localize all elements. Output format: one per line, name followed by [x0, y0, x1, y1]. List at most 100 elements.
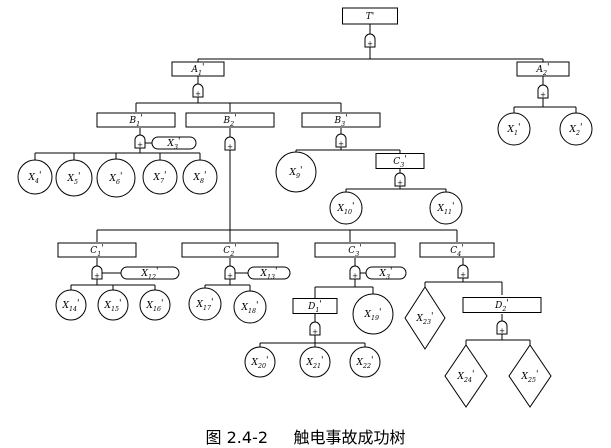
svg-text:+: +: [397, 179, 403, 187]
node-label: A2': [536, 63, 550, 77]
event-C1: C1': [57, 242, 137, 258]
node-label: X24': [457, 370, 475, 384]
node-label: X7': [153, 171, 167, 185]
node-label: C4': [450, 244, 463, 258]
node-label: C2': [223, 244, 236, 258]
node-label: X15': [104, 299, 122, 313]
event-C3-upper: C3': [375, 153, 425, 169]
basic-event-X11: X11': [429, 191, 463, 225]
basic-event-X19: X19': [352, 293, 394, 335]
gate-D1: +: [309, 321, 321, 336]
gate-B2: +: [224, 136, 236, 151]
basic-event-X21: X21': [299, 346, 331, 378]
svg-text:+: +: [460, 271, 466, 279]
basic-event-X16: X16': [139, 289, 171, 321]
node-label: C3': [393, 155, 406, 169]
node-label: X2': [569, 123, 583, 137]
basic-event-X9: X9': [275, 151, 317, 193]
node-label: X8': [193, 171, 207, 185]
basic-event-X15: X15': [97, 289, 129, 321]
node-label: D1': [307, 300, 322, 314]
basic-event-X7: X7': [142, 159, 178, 195]
gate-C3-upper: +: [394, 172, 406, 187]
node-label: X22': [356, 356, 374, 370]
condition-X13: X13': [247, 266, 291, 281]
svg-text:+: +: [227, 272, 233, 280]
event-B1: B1': [96, 112, 176, 128]
condition-X12: X12': [120, 266, 180, 281]
node-label: X17': [196, 298, 214, 312]
basic-event-X1: X1': [497, 112, 531, 146]
basic-event-X20: X20': [244, 346, 276, 378]
node-label: X9': [289, 166, 303, 180]
node-label: X20': [251, 356, 269, 370]
basic-event-X2: X2': [559, 112, 593, 146]
gate-C4: +: [457, 264, 469, 279]
node-label: X16': [146, 299, 164, 313]
node-label: A1': [191, 63, 205, 77]
svg-text:+: +: [540, 91, 546, 99]
basic-event-X17: X17': [188, 287, 222, 321]
node-label: B3': [333, 114, 347, 128]
basic-event-X4: X4': [17, 159, 53, 195]
basic-event-X14: X14': [55, 289, 87, 321]
node-label: X18': [241, 301, 259, 315]
node-label: X21': [306, 356, 324, 370]
condition-X3-lower: X3': [365, 266, 407, 281]
node-label: X14': [62, 299, 80, 313]
svg-text:+: +: [352, 272, 358, 280]
basic-event-X23: X23': [404, 286, 446, 350]
event-B2: B2': [185, 112, 275, 128]
basic-event-X18: X18': [233, 290, 267, 324]
condition-X3: X3': [151, 136, 197, 151]
basic-event-X10: X10': [329, 191, 363, 225]
basic-event-X5: X5': [55, 159, 93, 197]
node-label: B2': [222, 114, 236, 128]
node-label: X5': [67, 172, 81, 186]
node-label: X3': [379, 267, 393, 281]
node-label: X25': [521, 370, 539, 384]
node-label: X3': [167, 137, 181, 151]
node-label: X6': [109, 172, 123, 186]
gate-B1: +: [134, 134, 146, 149]
event-C4: C4': [419, 242, 495, 258]
gate-A2: +: [537, 84, 549, 99]
svg-text:+: +: [137, 141, 143, 149]
svg-text:+: +: [312, 328, 318, 336]
node-label: X10': [337, 202, 355, 216]
gate-D2: +: [496, 320, 508, 335]
svg-text:+: +: [227, 143, 233, 151]
node-label: C3': [348, 244, 361, 258]
gate-C2: +: [224, 265, 236, 280]
node-label: D2': [494, 299, 509, 313]
top-event-T: T': [342, 7, 398, 25]
event-D2: D2': [462, 297, 542, 313]
svg-text:+: +: [195, 90, 201, 98]
basic-event-X25: X25': [508, 344, 552, 408]
event-A2: A2': [516, 61, 570, 77]
event-A1: A1': [171, 61, 225, 77]
node-label: X1': [507, 123, 521, 137]
basic-event-X8: X8': [182, 159, 218, 195]
basic-event-X24: X24': [444, 344, 488, 408]
svg-text:+: +: [94, 272, 100, 280]
node-label: X4': [28, 171, 42, 185]
node-label: C1': [90, 244, 103, 258]
node-label: X19': [364, 308, 382, 322]
svg-text:+: +: [367, 40, 373, 48]
event-D1: D1': [292, 298, 338, 314]
node-label: B1': [128, 114, 142, 128]
event-C3-lower: C3': [314, 242, 396, 258]
svg-text:+: +: [338, 140, 344, 148]
gate-T: +: [364, 33, 376, 48]
svg-text:+: +: [499, 327, 505, 335]
gate-C3-lower: +: [349, 265, 361, 280]
figure-caption: 图 2.4-2 触电事故成功树: [205, 428, 406, 447]
event-C2: C2': [181, 242, 279, 258]
node-label: X11': [437, 202, 455, 216]
node-label: X23': [416, 312, 434, 326]
basic-event-X22: X22': [349, 346, 381, 378]
fault-tree-diagram: T' A1' A2' B1' B2' B3' C3' C1' C2' C3' C4' D1' D2' X1…: [17, 7, 593, 408]
node-label: T': [366, 12, 375, 22]
basic-event-X6: X6': [96, 158, 136, 198]
